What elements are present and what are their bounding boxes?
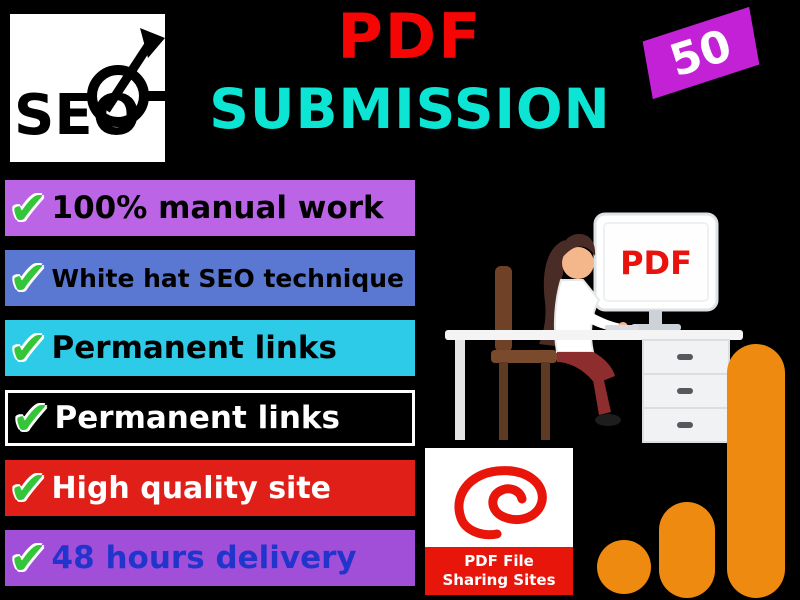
analytics-dot-icon xyxy=(597,540,651,594)
seo-magnifier-icon: SEO xyxy=(14,28,165,148)
pdf-swoosh-icon xyxy=(454,465,547,539)
arrow-shaft-icon xyxy=(102,43,152,113)
check-icon: ✔ xyxy=(9,181,48,235)
feature-banner: ✔ Permanent links xyxy=(5,320,415,376)
feature-banner: ✔ High quality site xyxy=(5,460,415,516)
pdf-sharing-card: PDF File Sharing Sites xyxy=(425,448,573,595)
feature-label: 100% manual work xyxy=(51,190,384,226)
feature-list: ✔ 100% manual work ✔ White hat SEO techn… xyxy=(5,180,415,586)
monitor-icon: PDF xyxy=(593,212,719,331)
pdf-logo xyxy=(425,448,573,547)
check-icon: ✔ xyxy=(12,391,51,445)
check-icon: ✔ xyxy=(9,321,48,375)
feature-banner: ✔ White hat SEO technique xyxy=(5,250,415,306)
monitor-screen-label: PDF xyxy=(620,244,692,282)
page-title: PDF SUBMISSION xyxy=(175,6,645,137)
feature-label: Permanent links xyxy=(54,400,340,436)
feature-label: White hat SEO technique xyxy=(51,263,405,293)
quantity-badge: 50 xyxy=(642,6,760,100)
arrow-head-icon xyxy=(140,28,165,58)
pdf-card-caption: PDF File Sharing Sites xyxy=(425,547,573,595)
feature-label: 48 hours delivery xyxy=(51,540,357,576)
feature-banner: ✔ 100% manual work xyxy=(5,180,415,236)
title-submission: SUBMISSION xyxy=(209,77,611,141)
seo-logo: SEO xyxy=(10,14,165,162)
keyboard-icon xyxy=(605,325,639,330)
desk-icon xyxy=(445,330,743,443)
check-icon: ✔ xyxy=(9,531,48,585)
title-pdf: PDF xyxy=(337,0,483,73)
feature-banner: ✔ Permanent links xyxy=(5,390,415,446)
woman-at-computer-illustration: PDF xyxy=(445,212,743,443)
analytics-tall-bar-icon xyxy=(727,344,785,598)
check-icon: ✔ xyxy=(9,461,48,515)
feature-banner: ✔ 48 hours delivery xyxy=(5,530,415,586)
pdf-card-caption-line2: Sharing Sites xyxy=(442,571,556,589)
quantity-badge-value: 50 xyxy=(663,19,738,87)
analytics-short-bar-icon xyxy=(659,502,715,598)
feature-label: High quality site xyxy=(51,470,332,506)
check-icon: ✔ xyxy=(9,251,48,305)
feature-label: Permanent links xyxy=(51,330,337,366)
pdf-card-caption-line1: PDF File xyxy=(464,551,534,570)
